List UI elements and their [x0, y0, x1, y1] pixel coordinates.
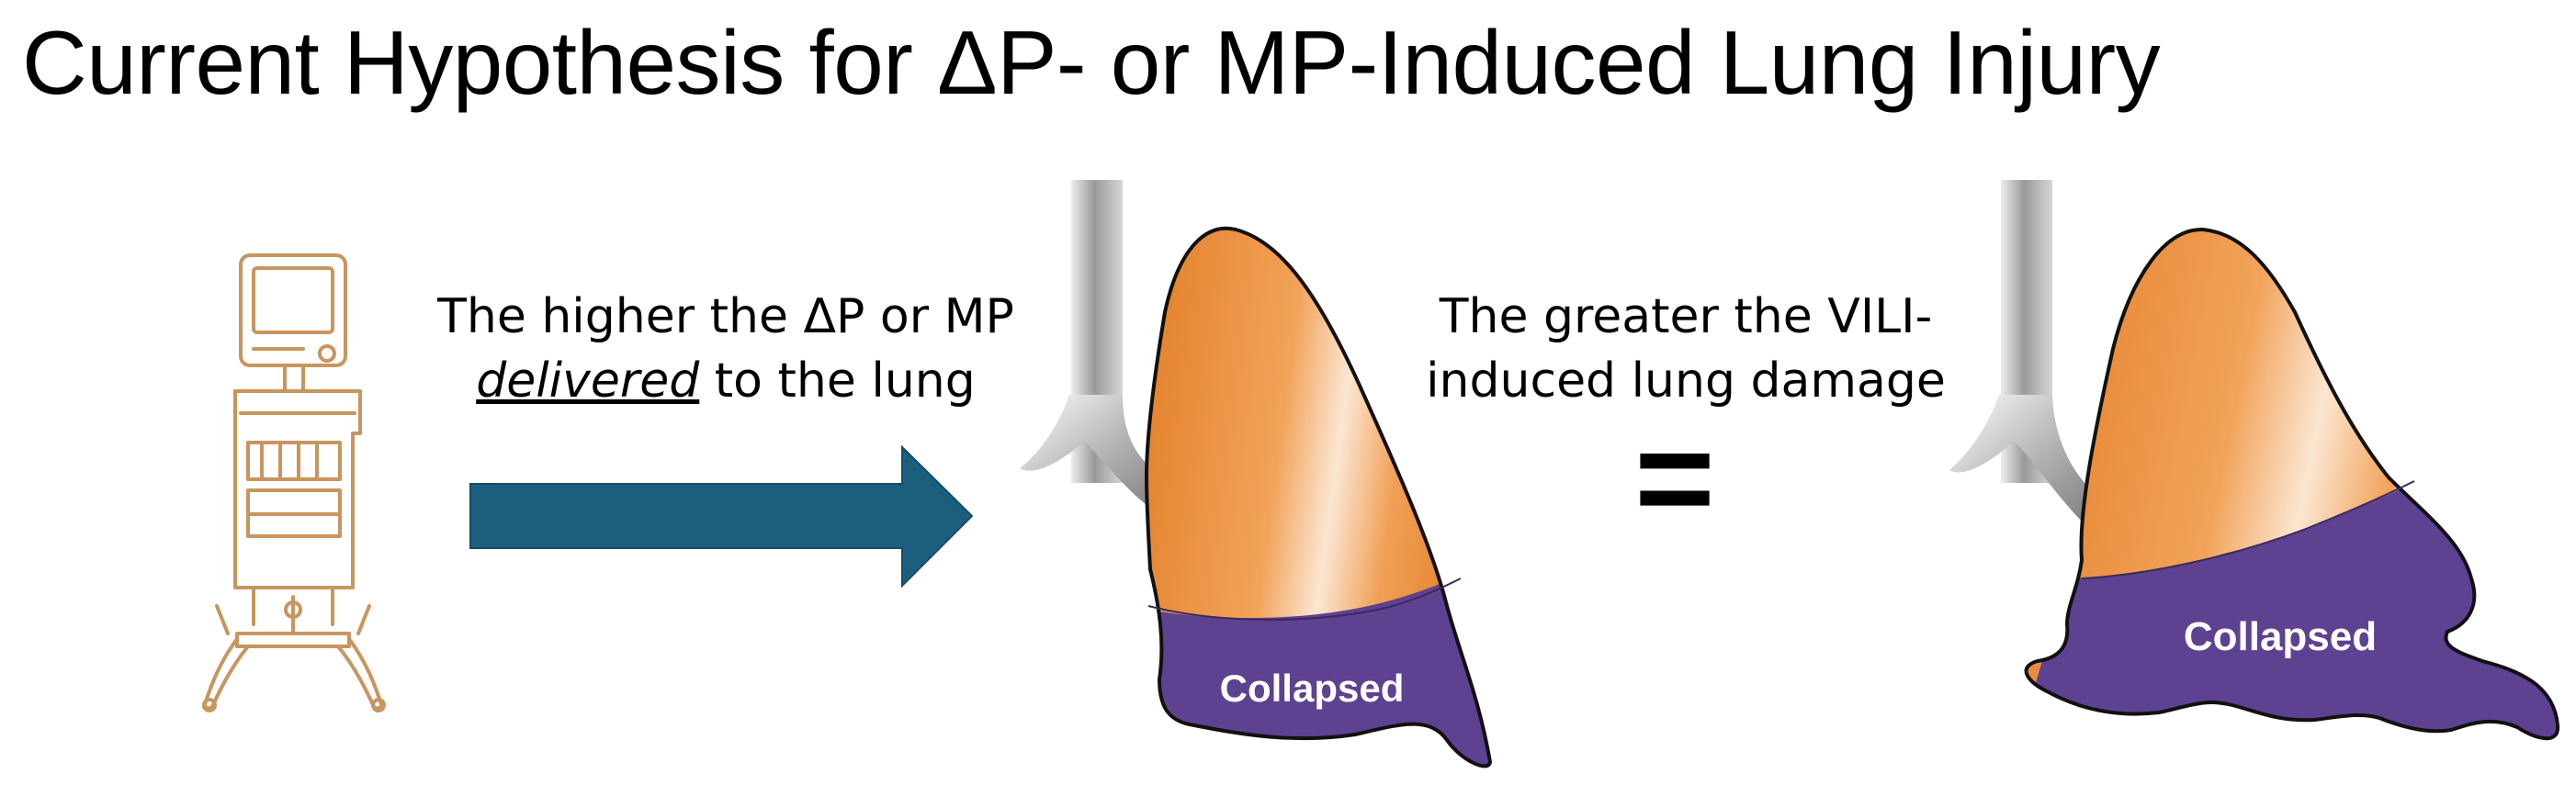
left-airway — [1020, 180, 1165, 514]
slide-title: Current Hypothesis for ΔP- or MP-Induced… — [22, 12, 2161, 113]
right-caption-line1: The greater the VILI- — [1439, 289, 1933, 344]
left-caption: The higher the ΔP or MP delivered to the… — [432, 285, 1020, 413]
left-caption-line1: The higher the ΔP or MP — [437, 289, 1014, 344]
delivery-arrow — [469, 444, 974, 589]
left-collapsed-label: Collapsed — [1220, 667, 1405, 710]
left-lung: Collapsed — [1144, 226, 1493, 768]
ventilator-icon — [202, 253, 386, 712]
right-lung: Collapsed — [2024, 227, 2560, 741]
right-caption-line2: induced lung damage — [1426, 353, 1946, 409]
equals-sign: = — [1634, 400, 1715, 555]
right-caption: The greater the VILI- induced lung damag… — [1415, 285, 1957, 413]
left-caption-rest: to the lung — [699, 353, 976, 409]
right-airway — [1949, 180, 2096, 527]
right-collapsed-label: Collapsed — [2184, 614, 2377, 659]
left-caption-line2: delivered to the lung — [432, 349, 1020, 413]
left-caption-emphasis: delivered — [476, 353, 700, 409]
